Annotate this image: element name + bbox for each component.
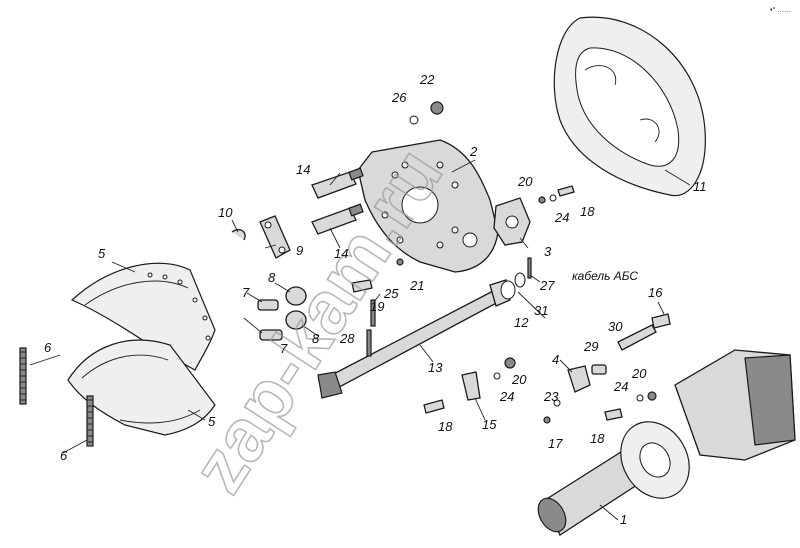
roller-axle-lower-part	[259, 329, 283, 341]
label-8-upper: 8	[268, 270, 276, 285]
label-23: 23	[543, 389, 559, 404]
label-6-upper: 6	[44, 340, 52, 355]
label-22: 22	[419, 72, 435, 87]
bracket-15-part	[461, 371, 481, 401]
dust-shield-part	[553, 16, 706, 197]
anchor-pin-upper-part	[311, 167, 364, 199]
brake-shoe-lower-part	[67, 339, 216, 436]
label-11: 11	[693, 179, 707, 194]
washer-24-mid-part	[493, 372, 501, 380]
label-19: 19	[370, 299, 384, 314]
label-18-right: 18	[590, 431, 605, 446]
label-20-right: 20	[631, 366, 647, 381]
washer-24-upper-part	[549, 194, 557, 202]
label-1: 1	[620, 512, 627, 527]
label-8-lower: 8	[312, 331, 320, 346]
bolt-25-part	[351, 279, 373, 293]
washer-23-part	[553, 399, 561, 407]
label-26: 26	[391, 90, 407, 105]
axle-housing-part	[537, 349, 796, 536]
label-16: 16	[648, 285, 663, 300]
label-25: 25	[383, 286, 399, 301]
roller-axle-upper-part	[257, 299, 279, 311]
cable-abs-label: кабель АБС	[572, 269, 638, 283]
nut-22-part	[430, 101, 444, 115]
nut-20-mid-part	[504, 357, 516, 369]
label-20-top: 20	[517, 174, 533, 189]
sensor-16-part	[651, 313, 671, 329]
bolt-18-lower-part	[423, 399, 445, 414]
roller-lower-part	[285, 310, 307, 330]
label-4: 4	[552, 352, 559, 367]
washer-12-part	[500, 280, 516, 300]
part-labels: 22 26 2 14 14 11 20 24 18 3 10 9 5 8 7 2…	[44, 72, 707, 527]
bolt-18-upper-part	[557, 185, 575, 197]
link-plate-part	[259, 215, 291, 259]
leader-lines	[29, 159, 691, 521]
nut-20-upper-part	[538, 196, 546, 204]
return-spring-lower-part	[86, 395, 94, 447]
roller-upper-part	[285, 286, 307, 306]
label-12: 12	[514, 315, 529, 330]
bolt-17-part	[543, 416, 551, 424]
label-24-mid: 24	[499, 389, 514, 404]
bolt-21-part	[396, 258, 404, 266]
label-31: 31	[534, 303, 548, 318]
label-18-lower: 18	[438, 419, 453, 434]
lever-4-part	[567, 365, 591, 393]
label-18-top: 18	[580, 204, 595, 219]
corner-mark: •° ……	[770, 6, 791, 14]
return-spring-left-part	[19, 347, 27, 405]
label-15: 15	[482, 417, 497, 432]
label-21: 21	[409, 278, 424, 293]
label-3: 3	[544, 244, 552, 259]
anchor-plate-part	[357, 139, 499, 273]
washer-31-part	[514, 272, 526, 288]
pin-19-part	[370, 299, 376, 327]
washer-24-right-part	[636, 394, 644, 402]
label-10: 10	[218, 205, 233, 220]
label-9: 9	[296, 243, 303, 258]
camshaft-part	[317, 279, 511, 399]
retaining-clip-part	[231, 228, 246, 241]
label-7-upper: 7	[242, 285, 250, 300]
label-20-mid: 20	[511, 372, 527, 387]
pin-28-part	[366, 329, 372, 357]
label-5-upper: 5	[98, 246, 106, 261]
label-5-lower: 5	[208, 414, 216, 429]
label-24-top: 24	[554, 210, 569, 225]
anchor-pin-lower-part	[311, 203, 364, 235]
washer-26-part	[409, 115, 419, 125]
cotter-27-part	[527, 257, 532, 279]
bolt-18-right-part	[604, 408, 623, 421]
label-30: 30	[608, 319, 623, 334]
label-28: 28	[339, 331, 355, 346]
label-7-lower: 7	[280, 341, 288, 356]
label-2: 2	[469, 144, 478, 159]
nut-20-right-part	[647, 391, 657, 401]
bracket-part	[493, 197, 531, 246]
label-14-lower: 14	[334, 246, 348, 261]
label-13: 13	[428, 360, 443, 375]
brake-shoe-upper-part	[70, 262, 216, 371]
label-27: 27	[539, 278, 555, 293]
bushing-29-part	[591, 364, 607, 375]
label-6-lower: 6	[60, 448, 68, 463]
label-29: 29	[583, 339, 598, 354]
label-24-right: 24	[613, 379, 628, 394]
label-14-upper: 14	[296, 162, 310, 177]
label-17: 17	[548, 436, 563, 451]
sensor-30-part	[617, 324, 657, 351]
